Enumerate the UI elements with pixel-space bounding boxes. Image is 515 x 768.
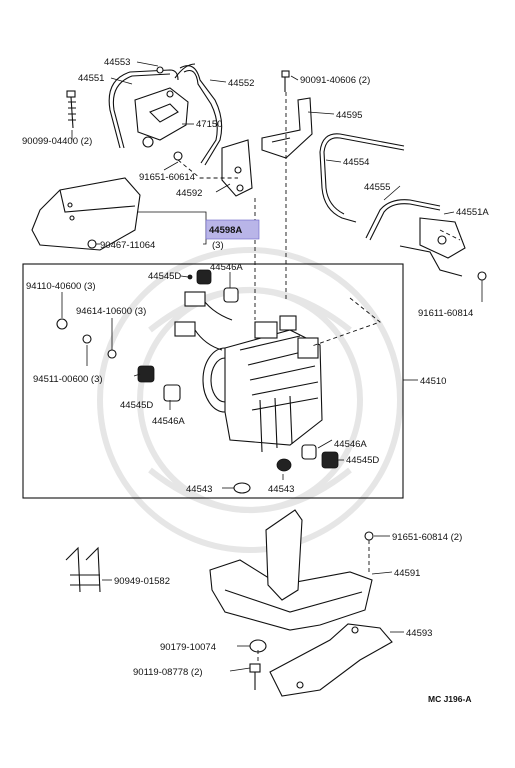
clip-90467-11064	[87, 239, 97, 249]
label-44595[interactable]: 44595	[336, 110, 362, 121]
label-44546A-right[interactable]: 44546A	[334, 439, 367, 450]
grommet-44546A-right	[301, 444, 317, 460]
label-qty-3[interactable]: (3)	[212, 240, 224, 251]
collar-44543-b	[276, 458, 292, 472]
label-44545D-right[interactable]: 44545D	[346, 455, 379, 466]
label-44545D-top[interactable]: 44545D	[148, 271, 181, 282]
proportioning-valve-47150	[134, 87, 189, 148]
label-44545D-left[interactable]: 44545D	[120, 400, 153, 411]
bolt-90119-08778	[249, 663, 261, 690]
label-91651-60614[interactable]: 91651-60614	[139, 172, 195, 183]
label-90467-11064[interactable]: 90467-11064	[100, 240, 155, 251]
label-44543-a[interactable]: 44543	[186, 484, 212, 495]
label-90091-40606[interactable]: 90091-40606 (2)	[300, 75, 370, 86]
tube-44552	[174, 63, 223, 166]
label-44555[interactable]: 44555	[364, 182, 390, 193]
bracket-44592	[221, 139, 253, 197]
label-44553[interactable]: 44553	[104, 57, 130, 68]
label-91651-60814-2[interactable]: 91651-60814 (2)	[392, 532, 462, 543]
bolt-90099-04400	[66, 90, 76, 129]
assembly-frame	[22, 263, 404, 499]
label-44546A-left[interactable]: 44546A	[152, 416, 185, 427]
highlight-box-44598A	[205, 219, 260, 240]
connector-plug-top	[184, 291, 206, 307]
label-90099-04400[interactable]: 90099-04400 (2)	[22, 136, 92, 147]
grommet-44545D-right	[321, 451, 339, 469]
collar-44543-a	[233, 482, 251, 494]
bracket-44591	[209, 509, 373, 631]
label-90119-08778[interactable]: 90119-08778 (2)	[133, 667, 203, 678]
bolt-94110-40600	[56, 318, 68, 330]
guide-lines	[177, 92, 461, 664]
label-44554[interactable]: 44554	[343, 157, 369, 168]
label-90179-10074[interactable]: 90179-10074	[160, 642, 216, 653]
label-44543-b[interactable]: 44543	[268, 484, 294, 495]
part-labels: 44553 44551 44552 90091-40606 (2) 90099-…	[22, 57, 489, 704]
label-44546A-top[interactable]: 44546A	[210, 262, 243, 273]
cover-44598A	[31, 177, 141, 251]
nut-94614-10600	[107, 349, 117, 359]
label-44551A[interactable]: 44551A	[456, 207, 489, 218]
label-44510[interactable]: 44510	[420, 376, 446, 387]
label-91611-60814[interactable]: 91611-60814	[418, 308, 473, 319]
watermark-emblem	[97, 247, 403, 553]
bolt-91651-60614	[173, 151, 183, 161]
grommet-44545D-top	[187, 269, 212, 285]
label-94511-00600[interactable]: 94511-00600 (3)	[33, 374, 103, 385]
bracket-44593	[269, 623, 393, 697]
clip-90949-01582	[65, 546, 101, 593]
bracket-44551A	[399, 217, 466, 277]
grommet-44546A-top	[223, 287, 239, 303]
label-94110-40600[interactable]: 94110-40600 (3)	[26, 281, 96, 292]
label-44551[interactable]: 44551	[78, 73, 104, 84]
reference-code: MC J196-A	[428, 694, 471, 704]
actuator-44510	[194, 294, 323, 453]
tube-44554	[319, 133, 405, 223]
label-44552[interactable]: 44552	[228, 78, 254, 89]
bolt-91651-60814-lower	[364, 531, 374, 541]
connector-plug-left	[174, 321, 196, 337]
label-94614-10600[interactable]: 94614-10600 (3)	[76, 306, 146, 317]
nut-94511-00600	[82, 334, 92, 344]
grommet-44545D-left	[137, 365, 155, 383]
grommet-44546A-left	[163, 384, 181, 402]
bracket-44595	[261, 97, 313, 159]
bolt-90091-40606	[281, 70, 290, 92]
tube-44555	[365, 199, 441, 241]
label-47150[interactable]: 47150	[196, 119, 222, 130]
label-44598A[interactable]: 44598A	[209, 225, 242, 236]
label-44593[interactable]: 44593	[406, 628, 432, 639]
label-44591[interactable]: 44591	[394, 568, 420, 579]
label-44592[interactable]: 44592	[176, 188, 202, 199]
bolt-91611-60814	[477, 271, 487, 281]
label-90949-01582[interactable]: 90949-01582	[114, 576, 170, 587]
